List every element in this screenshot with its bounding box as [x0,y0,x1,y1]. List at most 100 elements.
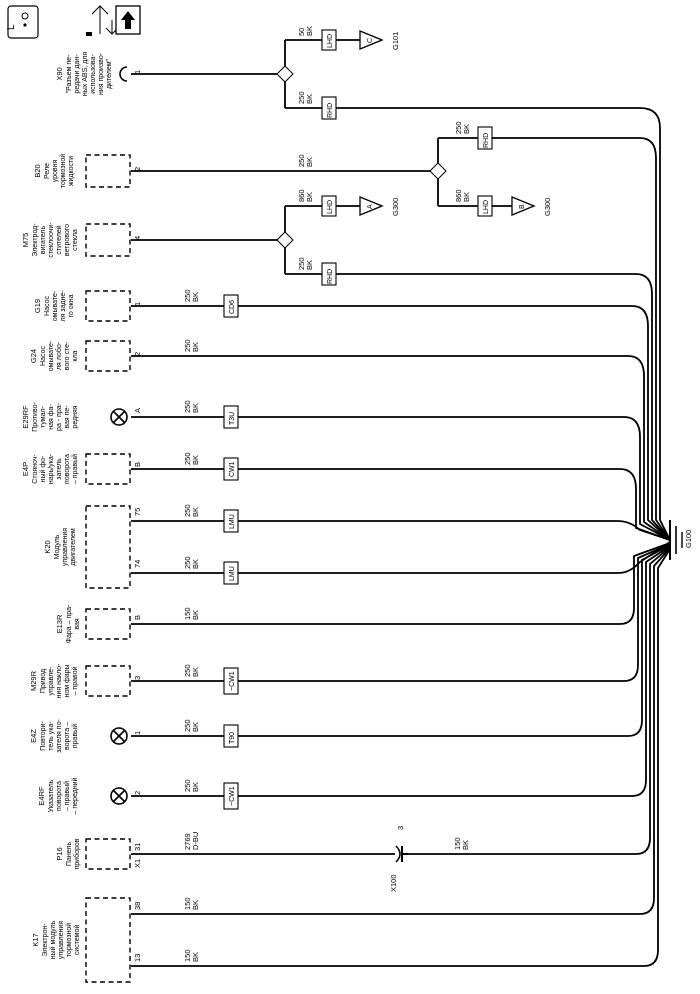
m29r-component [85,665,131,697]
location-icon[interactable]: L [6,5,39,39]
e4z-desc-1: тель ука- [48,721,55,751]
b20-rhd-size: 250 [454,121,463,134]
e29rf-desc-3: ра - пра- [56,402,63,431]
k20-pin-75: 75 [133,508,142,516]
g300b-label: G300 [543,198,552,216]
splice-e4p-text: CW1 [229,461,236,477]
e4z-desc-4: правый [71,724,79,748]
k17-desc-1: ный модуль [49,920,57,959]
b20-desc-0: Реле [44,163,51,179]
k20-pin-74: 74 [133,560,142,568]
e4p-desc-3: затель [56,458,63,480]
k20-label: K20 Модуль управления двигателем [43,528,77,566]
p16-color: D-BU [191,832,200,850]
m75-desc-0: Электрод- [32,223,39,257]
e4rf-wire [131,545,671,797]
m29r-desc-2: ния накло- [56,663,63,698]
k17-desc-4: системой [73,925,81,956]
x100-name: X100 [389,874,398,892]
x90-desc-5: дителем" [106,58,113,89]
k17-desc-2: управления [58,921,65,959]
e4rf-desc-3: – передний [71,777,79,814]
x90-desc-1: редачи дан- [74,54,81,94]
splice-k20-75-text: LMU [229,514,236,529]
x90-desc-2: ных ABS, для [82,52,89,96]
splice-e4rf-text: ~CW1 [229,786,236,806]
x100-out-wire [407,546,671,855]
g24-label: G24 Насос омывате- ля лобо- вого сте- кл… [29,340,79,371]
splice-k20-74: LMU [223,561,239,585]
e29rf-pin: A [133,408,142,413]
m75-rhd-color: BK [305,260,314,270]
e4p-wire [131,468,671,541]
x100-connector [395,845,408,863]
ground-ref-a-text: A [367,204,374,209]
x90-rhd-text: RHD [327,103,334,118]
x90-name: X90 [55,67,64,80]
b20-component [85,154,131,188]
k20-74-size: 250 [183,556,192,569]
e4rf-size: 250 [183,779,192,792]
e29rf-size: 250 [183,400,192,413]
x90-splice-diamond [276,65,294,83]
e13r-size: 150 [183,607,192,620]
g19-desc-2: ля задне- [60,290,67,322]
service-arrows-icon[interactable] [86,5,119,36]
m75-desc-2: стеклоочи- [48,222,55,258]
ground-ref-b-icon: B [511,196,536,216]
m29r-color: BK [191,667,200,677]
k20-desc-0: Модуль [54,534,61,559]
k20-75-color: BK [191,507,200,517]
x90-lhd-color: BK [305,26,314,36]
g24-wire [131,355,671,541]
splice-e4p: CW1 [223,457,239,481]
m75-component [85,223,131,257]
e4p-desc-2: нарь/ука- [48,453,55,484]
g19-pin: 1 [133,302,142,306]
splice-g19-text: CD6 [229,300,236,314]
m29r-desc-4: – правой [71,666,79,695]
b20-lhd-color: BK [462,192,471,202]
k17-desc-3: тормозной [65,923,73,958]
m29r-label: M29R Привод управле- ния накло- ном фары… [29,663,79,698]
k20-74-wire [131,541,671,574]
m29r-name: M29R [29,670,38,691]
g24-size: 250 [183,339,192,352]
k20-75-wire [131,520,671,541]
x90-lhd-text: LHD [327,34,334,48]
k17-desc-0: Электрон- [42,923,49,957]
g19-label: G19 Насос омывате- ля задне- го окна [33,290,75,322]
k20-75-size: 250 [183,504,192,517]
k17-38-size: 150 [183,897,192,910]
b20-desc-2: тормозной [59,154,67,189]
m75-label: M75 Электрод- вигатель стеклоочи- стител… [21,222,79,258]
k17-13-color: BK [191,952,200,962]
splice-m29r: ~CW1 [223,667,239,695]
e4z-desc-2: зателя по- [56,719,63,753]
e4z-name: E4Z [29,729,38,743]
m75-rhd-size: 250 [297,257,306,270]
g19-wire [131,305,671,541]
x90-rhd-box: RHD [321,96,337,120]
x90-label: X90 "Разъем пе- редачи дан- ных ABS, для… [55,52,113,96]
k17-38-wire [131,547,671,915]
b20-desc-3: жидкости [68,156,75,186]
splice-k20-74-text: LMU [229,566,236,581]
g100-ground-icon [669,520,683,560]
b20-size: 250 [297,154,306,167]
g24-desc-2: ля лобо- [55,341,63,370]
p16-conn: X1 [133,859,142,868]
p16-component [85,838,131,870]
x90-desc-4: ния произво- [98,52,105,95]
e4p-desc-4: поворота [64,454,71,484]
g24-desc-4: кла [72,350,79,361]
e4rf-color: BK [191,782,200,792]
splice-e29rf: T3U [223,405,239,429]
up-arrow-icon[interactable] [115,5,141,35]
p16-desc-1: приборов [73,838,81,869]
e29rf-lamp-icon [110,408,128,426]
e13r-wire [131,542,671,625]
e4p-name: E4P [21,462,30,476]
x90-desc-3: использова- [90,54,97,94]
e29rf-wire [131,416,671,541]
